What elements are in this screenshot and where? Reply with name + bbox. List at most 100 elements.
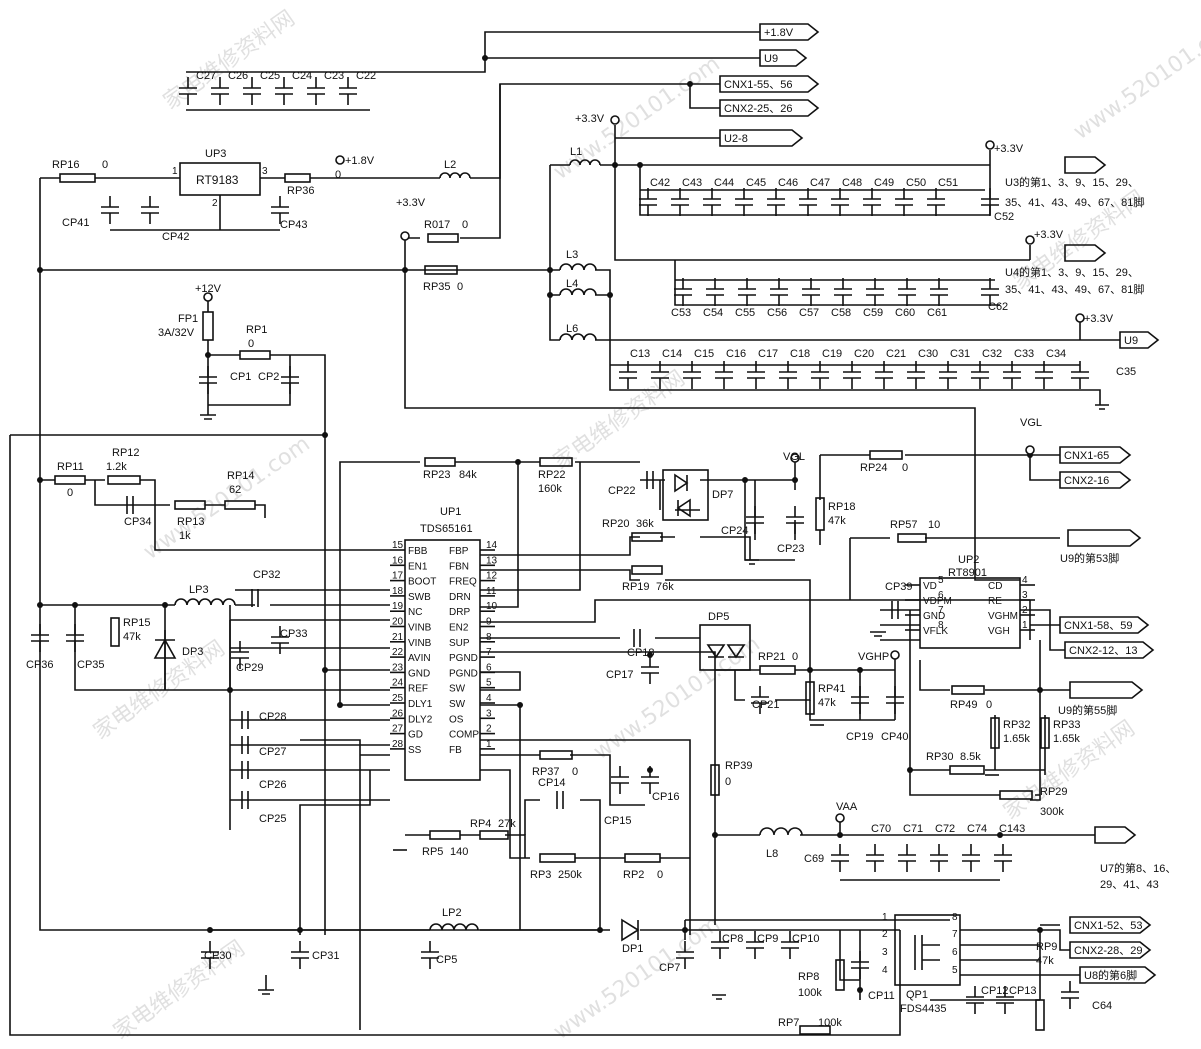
inductor-l4-label: L4 xyxy=(566,278,578,290)
up1-pin-name: REF xyxy=(408,684,428,695)
cap-c45-label: C45 xyxy=(746,177,766,189)
up2-pin-number: 7 xyxy=(938,605,944,616)
up1-pin-number: 6 xyxy=(486,662,492,673)
diodes: DP3 DP7 DP5 DP1 xyxy=(153,469,751,955)
rail-labels: +3.3V +3.3V +3.3V +3.3V +3.3V +1.8V +12V… xyxy=(195,113,1114,813)
fuse-fp1: FP1 3A/32V xyxy=(158,311,214,341)
resistor-rp21-ref: RP21 xyxy=(758,651,786,663)
resistor-rp13-ref: RP13 xyxy=(177,516,205,528)
cap-c57: C57 xyxy=(799,278,820,319)
up1-pin-3: 3OS xyxy=(449,708,495,725)
resistor-rp2-value: 0 xyxy=(657,869,663,881)
up1-pin-number: 13 xyxy=(486,555,498,566)
resistor-rp18-value: 47k xyxy=(828,515,846,527)
cap-cp27-label: CP27 xyxy=(259,746,287,758)
up1-pin-name: VINB xyxy=(408,638,432,649)
up1-pin-name: AVIN xyxy=(408,653,431,664)
cap-c51: C51 xyxy=(927,177,958,216)
up2-pin-5: 5VD xyxy=(905,575,944,592)
up2-pin-number: 1 xyxy=(1022,620,1028,631)
resistor-rp35-ref: RP35 xyxy=(423,281,451,293)
cap-c24: C24 xyxy=(275,70,312,105)
cap-c74: C74 xyxy=(962,823,987,872)
cap-cp39-label: CP39 xyxy=(885,581,913,593)
up2-pin-name: VGH xyxy=(988,626,1010,637)
dp3-label: DP3 xyxy=(182,646,203,658)
up1-pin-number: 23 xyxy=(392,662,404,673)
resistor-rp57-ref: RP57 xyxy=(890,519,918,531)
resistor-rp14-ref: RP14 xyxy=(227,470,255,482)
up1-pin-number: 8 xyxy=(486,632,492,643)
cap-cp8-label: CP8 xyxy=(722,933,743,945)
resistor-rp8-ref: RP8 xyxy=(798,971,819,983)
cap-cp32-label: CP32 xyxy=(253,569,281,581)
cap-c70-label: C70 xyxy=(871,823,891,835)
cap-c13-label: C13 xyxy=(630,348,650,360)
diode-dp5: DP5 xyxy=(699,611,751,671)
inductor-lp3: LP3 xyxy=(174,584,236,606)
rail-vgl2: VGL xyxy=(1020,417,1042,429)
cap-cp29-label: CP29 xyxy=(236,662,264,674)
cap-c24-label: C24 xyxy=(292,70,312,82)
cap-c14-label: C14 xyxy=(662,348,682,360)
cap-c69: C69 xyxy=(804,844,849,872)
resistor-rp5-ref: RP5 xyxy=(422,846,443,858)
cap-cp9: CP9 xyxy=(746,931,778,959)
connector-u4 xyxy=(1064,244,1107,262)
cap-cp5-label: CP5 xyxy=(436,954,457,966)
up2-pin-number: 2 xyxy=(1022,605,1028,616)
up1-pin-name: DLY1 xyxy=(408,699,433,710)
cap-c17-label: C17 xyxy=(758,348,778,360)
up1-pin-name: SW xyxy=(449,699,466,710)
cap-c54-label: C54 xyxy=(703,307,723,319)
cap-cp24: CP24 xyxy=(721,506,764,537)
ic-up3-ref: UP3 xyxy=(205,148,226,160)
cap-c64: C64 xyxy=(1061,981,1112,1012)
cap-c72-label: C72 xyxy=(935,823,955,835)
up1-pin-name: DRN xyxy=(449,592,471,603)
resistor-rp9-value: 47k xyxy=(1036,955,1054,967)
resistor-rp21-value: 0 xyxy=(792,651,798,663)
resistor-rp7-value: 100k xyxy=(818,1017,842,1029)
connector-u2-8-label: U2-8 xyxy=(724,133,748,145)
cap-c18-label: C18 xyxy=(790,348,810,360)
cap-cp14: CP14 xyxy=(538,777,566,809)
inductor-l3-label: L3 xyxy=(566,249,578,261)
up1-pin-number: 1 xyxy=(486,739,492,750)
u7-note-1: U7的第8、16、 xyxy=(1100,861,1176,875)
qp1-pin1: 1 xyxy=(882,912,888,923)
ic-up2-ref: UP2 xyxy=(958,554,979,566)
resistor-rp24-ref: RP24 xyxy=(860,462,888,474)
up1-pin-name: FBP xyxy=(449,546,469,557)
inductor-l8-label: L8 xyxy=(766,848,778,860)
up1-pin-name: FBN xyxy=(449,561,469,572)
u4-note-2: 35、41、43、49、67、81脚 xyxy=(1005,282,1144,296)
watermark-text: 家电维修资料网 xyxy=(159,6,300,115)
cap-c35: C35 xyxy=(1071,361,1136,389)
cap-c46-label: C46 xyxy=(778,177,798,189)
cap-cp1: CP1 xyxy=(199,366,251,394)
cap-cp17: CP17 xyxy=(606,656,659,684)
cap-c34-label: C34 xyxy=(1046,348,1066,360)
cap-c55: C55 xyxy=(735,278,756,319)
cap-c61: C61 xyxy=(927,278,948,319)
connector-cnx2-25: CNX2-25、26 xyxy=(719,99,820,117)
cap-cp36: CP36 xyxy=(26,624,54,671)
cap-c52: C52 xyxy=(981,188,1014,223)
watermark-text: www.520101.com xyxy=(139,431,315,564)
resistor-rp11-value: 0 xyxy=(67,487,73,499)
